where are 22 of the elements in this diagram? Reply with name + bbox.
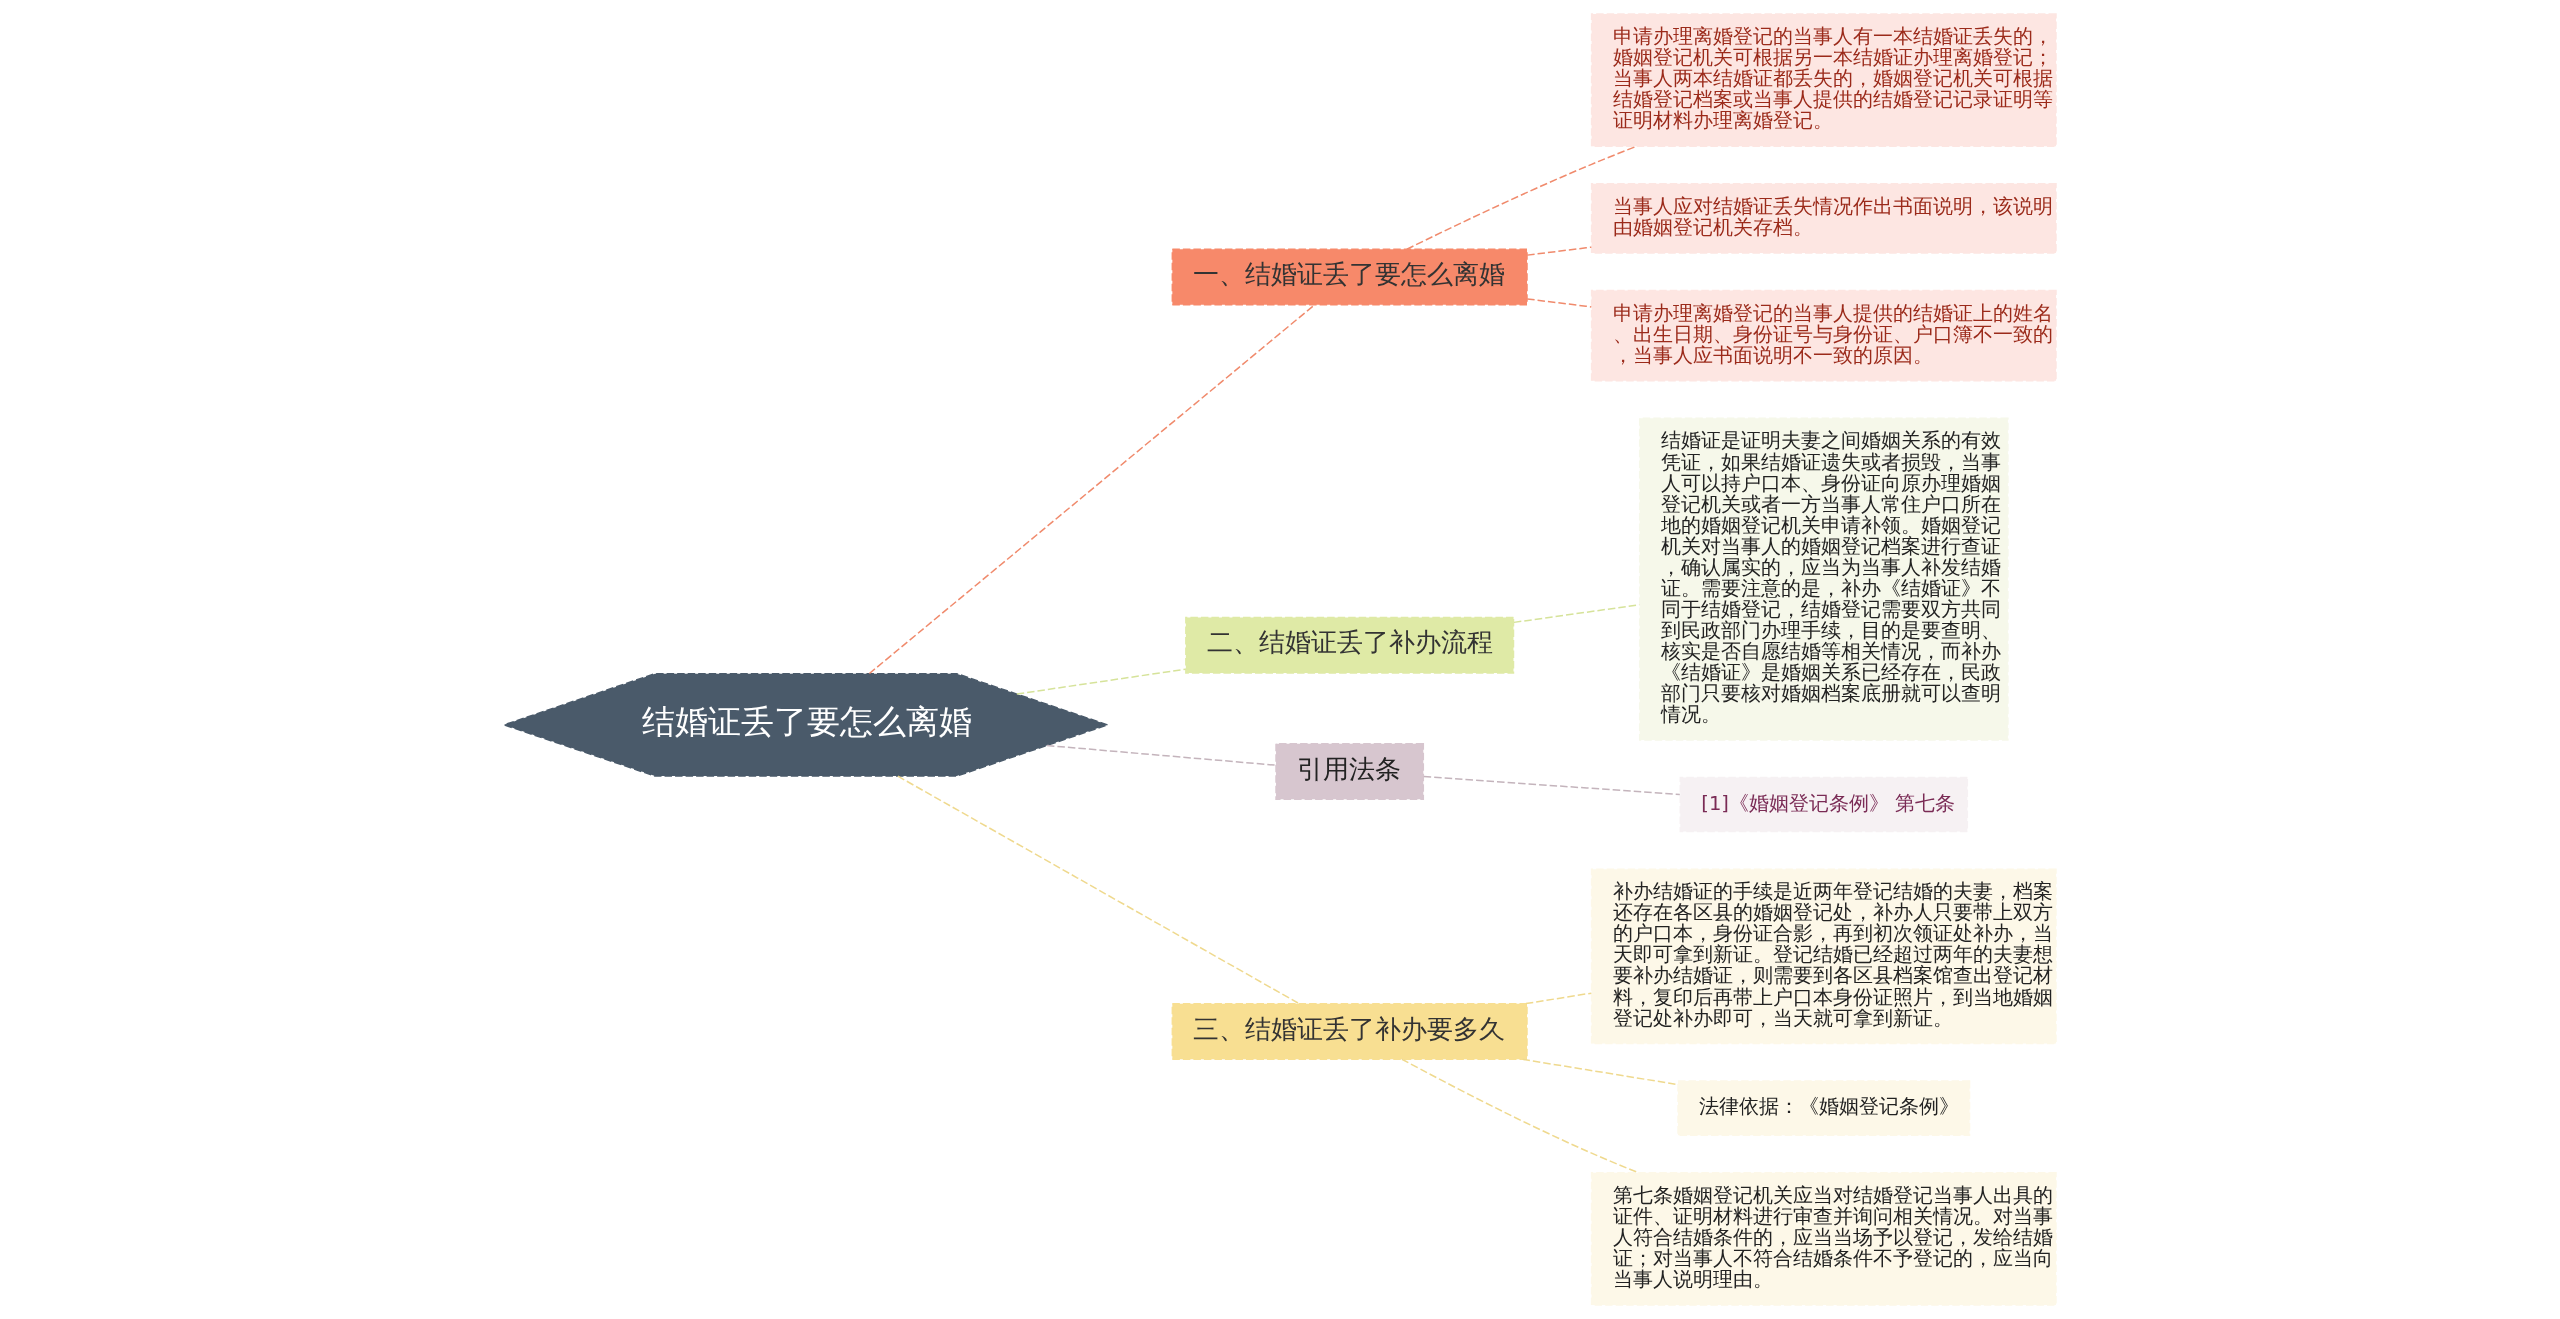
- node-box: [1]《婚姻登记条例》 第七条: [1679, 776, 1969, 833]
- node-box: 申请办理离婚登记的当事人有一本结婚证丢失的，婚姻登记机关可根据另一本结婚证办理离婚登记；当事人两本结婚证都丢失的，婚姻登记机关可根据结婚登记档案或当事人提供的结婚登记记录证明等证明材料办理离婚登记。: [1590, 13, 2057, 148]
- node-box: 当事人应对结婚证丢失情况作出书面说明，该说明由婚姻登记机关存档。: [1590, 183, 2057, 254]
- node-box: 一、结婚证丢了要怎么离婚: [1171, 248, 1528, 306]
- connector: [1521, 1058, 1679, 1086]
- node-box: 补办结婚证的手续是近两年登记结婚的夫妻，档案还存在各区县的婚姻登记处，补办人只要带上双方的户口本，身份证合影，再到初次领证处补办，当天即可拿到新证。登记结婚已经超过两年的夫妻想要补办结婚证，则需要到各区县档案馆查出登记材料，复印后再带上户口本身份证照片，到当地婚姻登记处补办即可，当天就可拿到新证。: [1590, 868, 2057, 1045]
- node-box: 申请办理离婚登记的当事人提供的结婚证上的姓名、出生日期、身份证号与身份证、户口簿不一致的，当事人应书面说明不一致的原因。: [1590, 289, 2057, 382]
- connector: [1526, 246, 1593, 256]
- node-box: 结婚证是证明夫妻之间婚姻关系的有效凭证，如果结婚证遗失或者损毁，当事人可以持户口本、身份证向原办理婚姻登记机关或者一方当事人常住户口所在地的婚姻登记机关申请补领。婚姻登记机关对当事人的婚姻登记档案进行查证，确认属实的，应当为当事人补发结婚证。需要注意的是，补办《结婚证》不同于结婚登记，结婚登记需要双方共同到民政部门办理手续，目的是要查明、核实是否自愿结婚等相关情况，而补办《结婚证》是婚姻关系已经存在，民政部门只要核对婚姻档案底册就可以查明情况。: [1638, 417, 2009, 741]
- node-box: 法律依据：《婚姻登记条例》: [1677, 1080, 1971, 1136]
- node-box: 三、结婚证丢了补办要多久: [1171, 1002, 1528, 1060]
- node-box: 引用法条: [1275, 742, 1425, 800]
- connector: [1526, 298, 1593, 308]
- node-box: 第七条婚姻登记机关应当对结婚登记当事人出具的证件、证明材料进行审查并询问相关情况。对当事人符合结婚条件的，应当当场予以登记，发给结婚证；对当事人不符合结婚条件不予登记的，应当向当事人说明理由。: [1590, 1171, 2057, 1306]
- connector: [1406, 145, 1637, 250]
- node-box: 二、结婚证丢了补办流程: [1185, 616, 1515, 674]
- connector: [868, 304, 1315, 675]
- connector: [1525, 992, 1593, 1005]
- connector: [1423, 775, 1681, 796]
- connector: [1046, 744, 1277, 766]
- connector: [897, 775, 1300, 1005]
- connector: [1016, 668, 1187, 695]
